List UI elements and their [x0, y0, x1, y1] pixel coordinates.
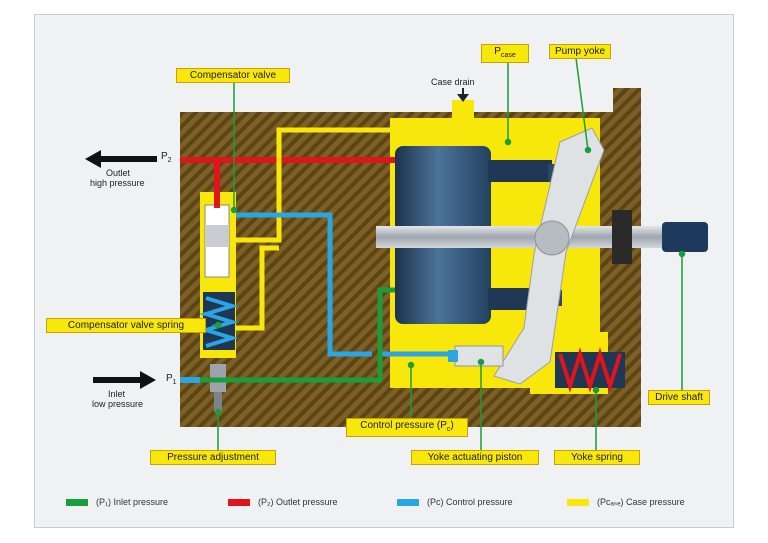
pump-yoke-label: Pump yoke	[549, 44, 611, 59]
yoke-spring-label: Yoke spring	[554, 450, 640, 465]
outlet-symbol-letter: P	[161, 151, 168, 162]
case-drain-fitting	[457, 88, 469, 102]
fluid-lines	[180, 127, 450, 383]
legend-case: (Pᴄₐₛₑ) Case pressure	[567, 496, 685, 508]
control-pressure-sub: c	[446, 426, 451, 433]
legend-inlet: (P₁) Inlet pressure	[66, 496, 168, 508]
drive-shaft	[376, 210, 708, 264]
legend-case-swatch	[567, 498, 589, 506]
inlet-symbol-letter: P	[166, 373, 173, 384]
legend-inlet-swatch	[66, 498, 88, 506]
inlet-arrow	[93, 371, 156, 389]
control-pressure-text: Control pressure (P	[360, 420, 447, 431]
pump-yoke	[493, 127, 605, 385]
yoke-actuating-piston	[448, 345, 504, 367]
case-drain-label: Case drain	[431, 77, 475, 87]
inlet-symbol-sub: 1	[172, 379, 177, 386]
leader-lines	[212, 57, 686, 450]
inlet-text-line1: Inlet	[108, 389, 126, 399]
legend-outlet-swatch	[228, 498, 250, 506]
legend-control-swatch	[397, 498, 419, 506]
inlet-text-line2: low pressure	[92, 399, 144, 409]
legend-outlet-label: (P₂) Outlet pressure	[258, 497, 338, 507]
control-pressure-label: Control pressure (Pc)	[346, 418, 468, 437]
outlet-arrow	[85, 150, 157, 168]
outlet-text-line1: Outlet	[106, 168, 131, 178]
p-case-label: Pcase	[481, 44, 529, 63]
yoke-spring	[555, 347, 625, 393]
legend-inlet-label: (P₁) Inlet pressure	[96, 497, 169, 507]
drive-shaft-label: Drive shaft	[648, 390, 710, 405]
legend-control-label: (Pᴄ) Control pressure	[427, 497, 513, 507]
legend-outlet: (P₂) Outlet pressure	[228, 496, 338, 508]
outlet-symbol: P2	[161, 152, 172, 166]
compensator-valve-label: Compensator valve	[176, 68, 290, 83]
legend-control: (Pᴄ) Control pressure	[397, 496, 513, 508]
p-case-letter: P	[494, 46, 501, 57]
compensator-valve-spring-label: Compensator valve spring	[46, 318, 206, 333]
inlet-symbol: P1	[166, 374, 177, 388]
outlet-symbol-sub: 2	[167, 157, 172, 164]
pressure-adjustment-label: Pressure adjustment	[150, 450, 276, 465]
control-pressure-end: )	[450, 420, 454, 431]
yoke-actuating-piston-label: Yoke actuating piston	[411, 450, 539, 465]
legend-case-label: (Pᴄₐₛₑ) Case pressure	[597, 496, 685, 507]
p-case-sub: case	[500, 52, 516, 59]
outlet-text-line2: high pressure	[90, 178, 145, 188]
compensator-valve-assembly	[199, 192, 239, 412]
